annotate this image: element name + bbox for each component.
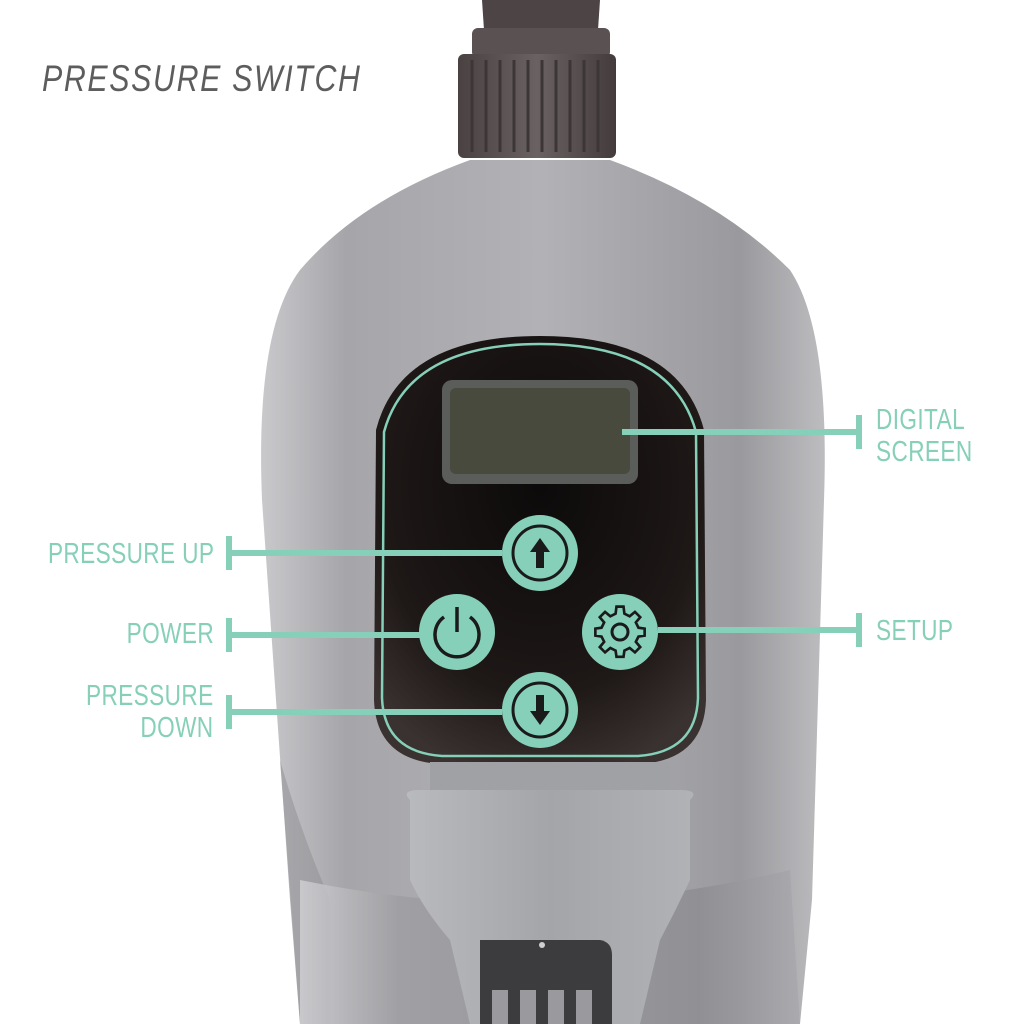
- digital-screen-callout-line: [622, 429, 860, 435]
- hose-nozzle: [458, 0, 616, 158]
- pressure-down-label-line1: PRESSURE: [86, 680, 214, 712]
- digital-screen-label-line1: DIGITAL: [876, 404, 966, 436]
- power-label: POWER: [126, 618, 214, 650]
- belt-clip: [406, 762, 694, 1024]
- pressure-down-callout-tick: [226, 695, 232, 729]
- pressure-up-callout-line: [230, 550, 502, 556]
- pressure-down-callout-line: [230, 709, 502, 715]
- pressure-down-label: PRESSURE DOWN: [86, 680, 214, 744]
- power-button[interactable]: [419, 594, 495, 670]
- setup-button[interactable]: [582, 594, 658, 670]
- power-callout-line: [230, 632, 420, 638]
- pressure-up-button[interactable]: [502, 515, 578, 591]
- pressure-up-callout-tick: [226, 536, 232, 570]
- digital-screen-callout-tick: [856, 415, 862, 449]
- power-callout-tick: [226, 618, 232, 652]
- digital-screen-label-line2: SCREEN: [876, 436, 973, 468]
- setup-label: SETUP: [876, 615, 954, 647]
- pressure-down-label-line2: DOWN: [140, 712, 214, 744]
- setup-callout-line: [658, 627, 860, 633]
- pressure-down-button[interactable]: [502, 672, 578, 748]
- setup-callout-tick: [856, 613, 862, 647]
- pressure-up-label: PRESSURE UP: [47, 538, 214, 570]
- digital-screen-label: DIGITAL SCREEN: [876, 404, 973, 468]
- page-title: PRESSURE SWITCH: [42, 58, 362, 99]
